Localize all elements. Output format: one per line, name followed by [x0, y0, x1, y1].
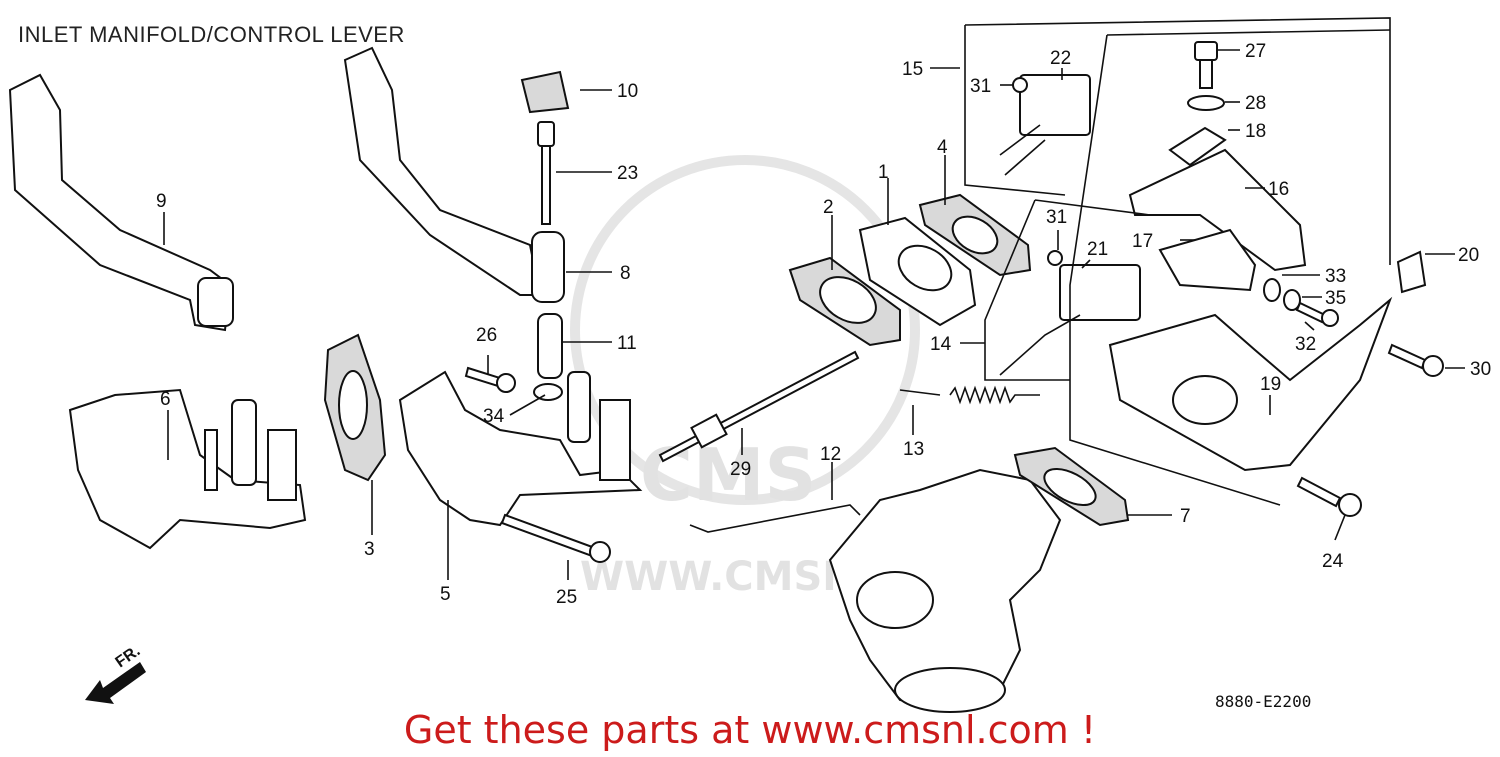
part-1-insulator — [858, 216, 977, 327]
part-22-switch — [999, 74, 1091, 176]
part-10-nut — [520, 70, 570, 114]
callout-25: 25 — [556, 587, 577, 608]
callout-10: 10 — [617, 81, 638, 102]
callout-16: 16 — [1268, 179, 1289, 200]
callout-13: 13 — [903, 439, 924, 460]
part-7-gasket — [1013, 446, 1130, 527]
part-27-bolt — [1194, 41, 1218, 89]
callout-11: 11 — [617, 333, 637, 354]
part-29-stud-bolt — [658, 350, 860, 463]
part-30-bolt — [1387, 343, 1444, 377]
callout-29: 29 — [730, 459, 751, 480]
part-19-bracket — [1108, 296, 1393, 472]
callout-20: 20 — [1458, 245, 1479, 266]
part-34-washer — [533, 383, 563, 401]
part-5-inlet-manifold — [398, 370, 643, 527]
callout-14: 14 — [930, 334, 952, 355]
callout-32: 32 — [1295, 334, 1316, 355]
callout-24: 24 — [1322, 551, 1344, 572]
part-17-control-lever — [1158, 228, 1257, 292]
callout-26: 26 — [476, 325, 497, 346]
carburetor — [828, 468, 1062, 713]
part-33-washer — [1263, 278, 1281, 302]
part-31-screw-a — [1012, 77, 1028, 93]
assembly-box-15 — [964, 17, 1391, 506]
callout-22: 22 — [1050, 48, 1071, 69]
part-24-bolt — [1296, 476, 1362, 517]
callout-3: 3 — [364, 539, 375, 560]
callout-17: 17 — [1132, 231, 1153, 252]
callout-8: 8 — [620, 263, 631, 284]
watermark-logo: CMS — [640, 433, 816, 517]
callout-5: 5 — [440, 584, 451, 605]
part-3-gasket — [323, 333, 387, 482]
callout-1: 1 — [878, 162, 889, 183]
callout-23: 23 — [617, 163, 638, 184]
part-6-inlet-manifold — [68, 388, 307, 550]
part-lever-plate-upper — [343, 46, 542, 296]
part-23-bolt — [537, 121, 555, 225]
callout-31-middle: 31 — [1046, 207, 1067, 228]
part-35-washer — [1283, 289, 1301, 311]
callout-6: 6 — [160, 389, 171, 410]
part-31-screw-b — [1047, 250, 1063, 266]
part-21-switch — [999, 264, 1141, 376]
callout-2: 2 — [823, 197, 834, 218]
part-18-arm — [1168, 126, 1227, 167]
footer-promo-link[interactable]: Get these parts at www.cmsnl.com ! — [403, 708, 1097, 752]
callout-18: 18 — [1245, 121, 1266, 142]
part-8-collar — [531, 231, 565, 303]
callout-15: 15 — [902, 59, 923, 80]
part-26-bolt — [464, 366, 516, 393]
part-2-gasket — [788, 256, 901, 347]
callout-30: 30 — [1470, 359, 1491, 380]
part-9-control-lever-plate — [8, 73, 234, 332]
callout-28: 28 — [1245, 93, 1266, 114]
part-20-clip — [1396, 250, 1427, 294]
callout-9: 9 — [156, 191, 167, 212]
part-11-spacer — [537, 313, 563, 379]
part-25-bolt — [500, 513, 611, 563]
callout-21: 21 — [1087, 239, 1108, 260]
part-32-bolt — [1295, 301, 1339, 327]
callout-19: 19 — [1260, 374, 1281, 395]
assembly-box-14 — [984, 199, 1151, 381]
callout-labels: 1 2 3 4 5 6 7 8 9 10 11 12 13 14 15 16 1… — [156, 41, 1491, 608]
callout-34: 34 — [483, 406, 505, 427]
callout-12: 12 — [820, 444, 841, 465]
callout-33: 33 — [1325, 266, 1346, 287]
callout-31-top: 31 — [970, 76, 991, 97]
part-28-washer — [1187, 95, 1225, 111]
part-13-spring — [899, 385, 1040, 405]
front-direction-arrow: FR. — [85, 643, 146, 704]
callout-7: 7 — [1180, 506, 1191, 527]
leader-lines — [163, 49, 1465, 580]
diagram-code: 8880-E2200 — [1215, 692, 1312, 711]
callout-35: 35 — [1325, 288, 1346, 309]
part-4-gasket — [918, 193, 1032, 277]
callout-4: 4 — [937, 137, 948, 158]
part-12-choke-rod — [689, 504, 861, 533]
callout-27: 27 — [1245, 41, 1266, 62]
page-title: INLET MANIFOLD/CONTROL LEVER — [18, 22, 405, 47]
